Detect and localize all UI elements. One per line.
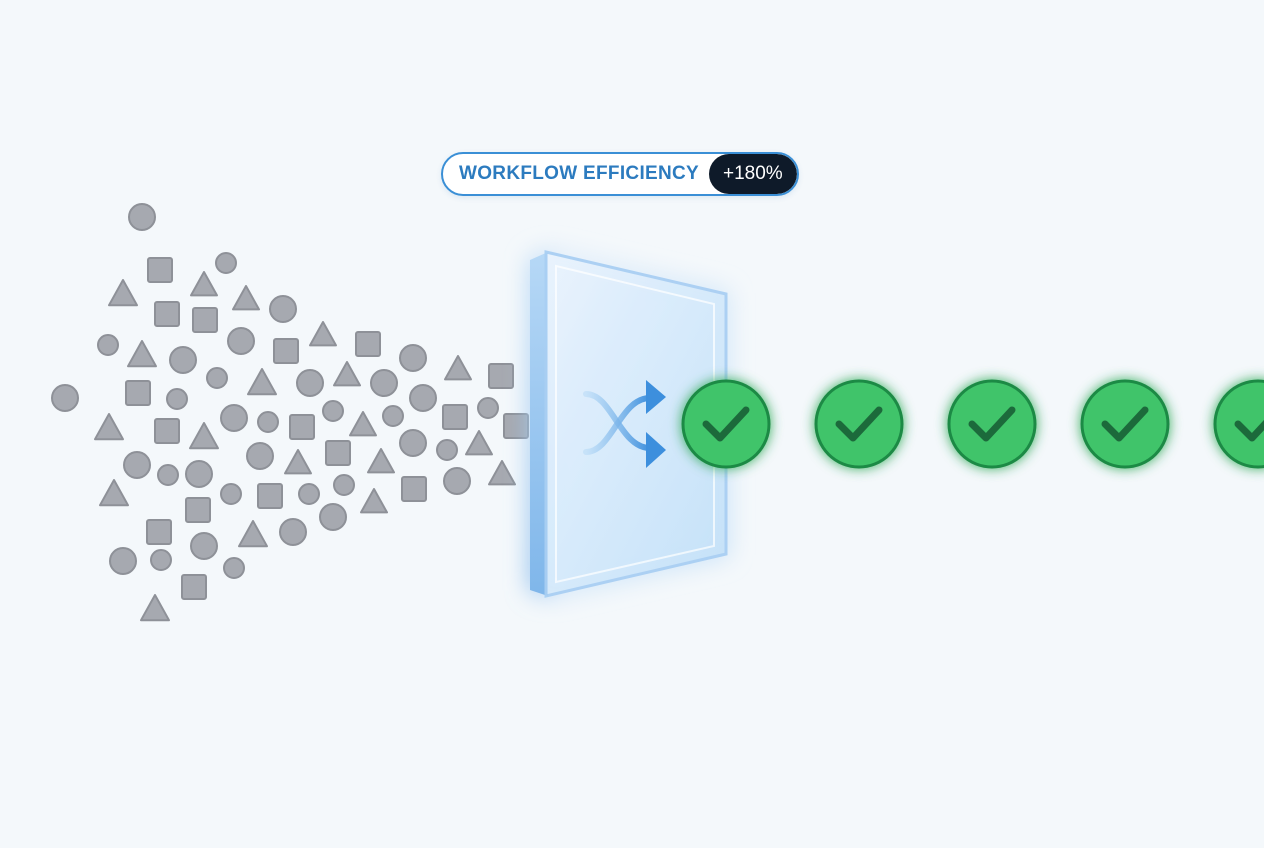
square-shape (289, 414, 315, 440)
square-shape (147, 257, 173, 283)
triangle-shape (232, 285, 260, 311)
circle-shape (257, 411, 279, 433)
circle-shape (269, 295, 297, 323)
check-mark (835, 406, 883, 442)
circle-shape (279, 518, 307, 546)
triangle-shape (367, 448, 395, 474)
triangle-shape (488, 460, 516, 486)
circle-shape (409, 384, 437, 412)
panel-face (544, 250, 728, 598)
check-mark (1101, 406, 1149, 442)
triangle-shape (108, 279, 138, 307)
circle-shape (443, 467, 471, 495)
circle-shape (169, 346, 197, 374)
square-shape (273, 338, 299, 364)
square-shape (154, 418, 180, 444)
checkmark-icon (1080, 379, 1170, 469)
circle-shape (399, 344, 427, 372)
efficiency-badge: WORKFLOW EFFICIENCY +180% (441, 152, 799, 196)
circle-shape (157, 464, 179, 486)
square-shape (503, 413, 529, 439)
circle-shape (223, 557, 245, 579)
square-shape (401, 476, 427, 502)
triangle-shape (140, 594, 170, 622)
checkmark-icon (947, 379, 1037, 469)
circle-shape (246, 442, 274, 470)
circle-shape (227, 327, 255, 355)
triangle-shape (190, 271, 218, 297)
square-shape (146, 519, 172, 545)
triangle-shape (444, 355, 472, 381)
triangle-shape (94, 413, 124, 441)
circle-shape (51, 384, 79, 412)
circle-shape (150, 549, 172, 571)
input-shapes-cluster (51, 203, 529, 622)
checkmark-icon (681, 379, 771, 469)
checkmark-icon (814, 379, 904, 469)
square-shape (355, 331, 381, 357)
circle-shape (220, 483, 242, 505)
circle-shape (123, 451, 151, 479)
square-shape (185, 497, 211, 523)
checkmark-icon (1213, 379, 1264, 469)
triangle-shape (127, 340, 157, 368)
check-mark (1234, 419, 1264, 442)
circle-shape (477, 397, 499, 419)
triangle-shape (360, 488, 388, 514)
square-shape (181, 574, 207, 600)
circle-shape (109, 547, 137, 575)
shuffle-icon (583, 380, 666, 468)
square-shape (325, 440, 351, 466)
circle-shape (97, 334, 119, 356)
circle-shape (206, 367, 228, 389)
circle-shape (399, 429, 427, 457)
processing-panel (530, 250, 728, 598)
triangle-shape (284, 449, 312, 475)
square-shape (442, 404, 468, 430)
triangle-shape (99, 479, 129, 507)
badge-value: +180% (709, 154, 797, 194)
circle-shape (298, 483, 320, 505)
badge-label: WORKFLOW EFFICIENCY (459, 163, 700, 184)
circle-shape (436, 439, 458, 461)
circle-shape (322, 400, 344, 422)
circle-shape (296, 369, 324, 397)
circle-shape (166, 388, 188, 410)
circle-shape (190, 532, 218, 560)
square-shape (257, 483, 283, 509)
circle-shape (128, 203, 156, 231)
output-checks (681, 379, 1264, 469)
check-circle (947, 379, 1037, 469)
triangle-shape (465, 430, 493, 456)
circle-shape (215, 252, 237, 274)
check-circle (814, 379, 904, 469)
check-circle (1080, 379, 1170, 469)
circle-shape (319, 503, 347, 531)
square-shape (154, 301, 180, 327)
triangle-shape (247, 368, 277, 396)
triangle-shape (238, 520, 268, 548)
check-mark (702, 406, 750, 442)
triangle-shape (189, 422, 219, 450)
check-mark (968, 406, 1016, 442)
panel-inner-border (555, 264, 715, 584)
square-shape (125, 380, 151, 406)
circle-shape (370, 369, 398, 397)
panel-side (530, 252, 548, 596)
circle-shape (333, 474, 355, 496)
circle-shape (382, 405, 404, 427)
circle-shape (185, 460, 213, 488)
triangle-shape (333, 361, 361, 387)
square-shape (192, 307, 218, 333)
square-shape (488, 363, 514, 389)
circle-shape (220, 404, 248, 432)
check-circle (681, 379, 771, 469)
triangle-shape (309, 321, 337, 347)
triangle-shape (349, 411, 377, 437)
